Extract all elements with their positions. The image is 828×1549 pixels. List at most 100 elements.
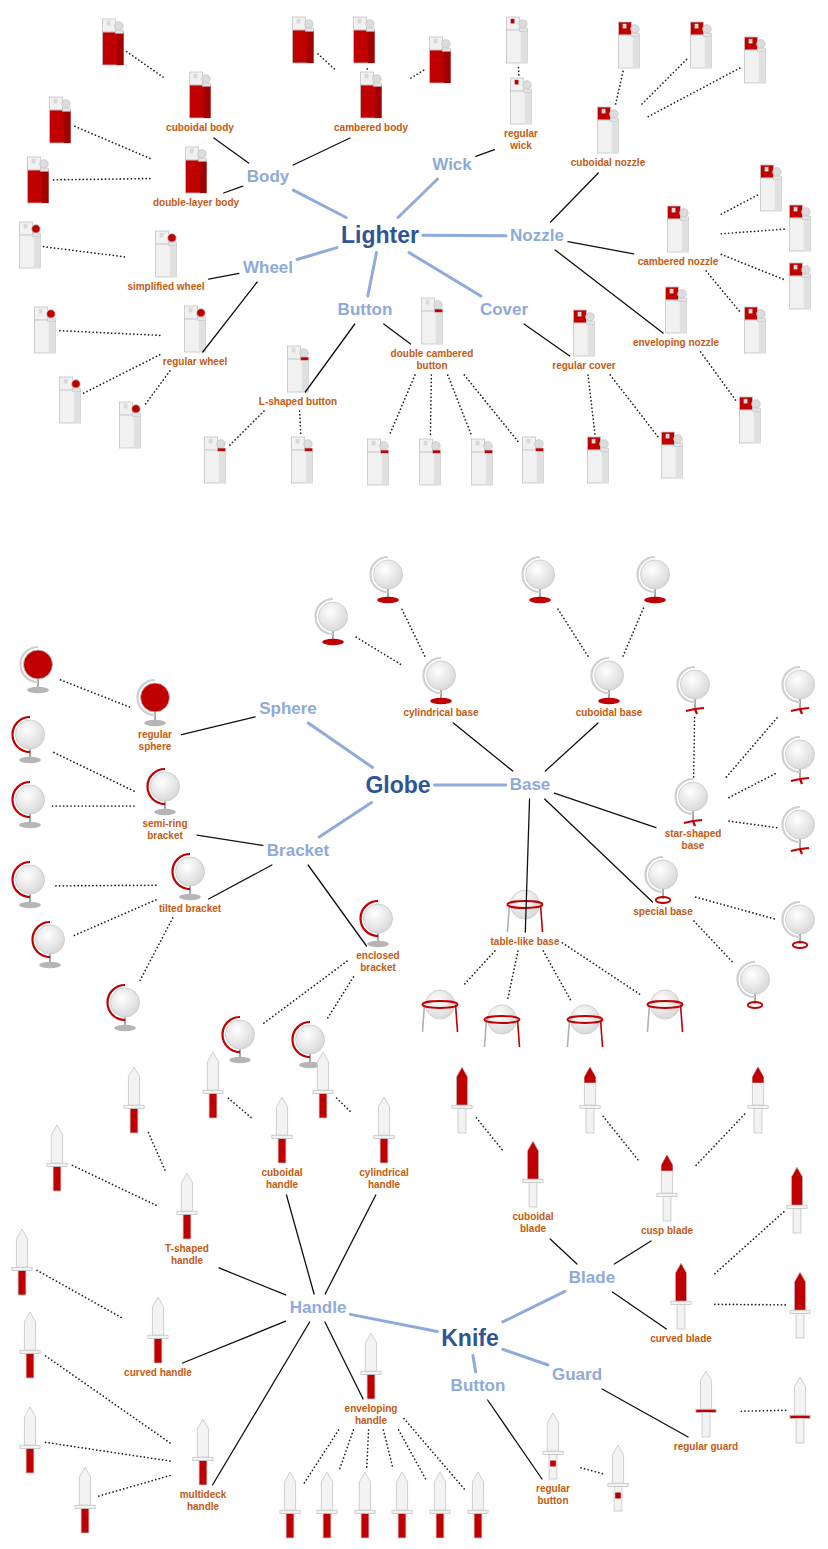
knife-blade [612, 1445, 623, 1483]
dotted-leader [648, 67, 741, 116]
thumbnail [177, 1173, 197, 1239]
knife-handle [380, 1139, 388, 1163]
branch-line [435, 784, 506, 787]
globe-ring [484, 1016, 519, 1023]
type-line [209, 865, 272, 899]
type-line [384, 324, 411, 344]
type-line [524, 324, 570, 356]
knife-blade [434, 1472, 445, 1510]
dotted-leader [139, 918, 173, 983]
lighter-wheel [380, 442, 388, 450]
thumbnail [429, 37, 450, 83]
type-label: cuboidal body [166, 122, 234, 134]
lighter-body [119, 415, 140, 448]
label-text: Cover [480, 300, 528, 320]
knife-tip [661, 1155, 672, 1171]
lighter-body [419, 452, 440, 485]
thumbnail [353, 17, 374, 63]
lighter-wick [744, 399, 748, 404]
label-text: cylindrical base [403, 707, 478, 719]
dotted-leader [303, 1430, 339, 1485]
lighter-body [661, 445, 682, 478]
globe-base [367, 941, 389, 947]
dotted-leader [367, 1430, 369, 1469]
thumbnail [155, 231, 176, 277]
knife-blade [584, 1067, 595, 1105]
globe-star [800, 708, 809, 709]
lighter-cap [739, 397, 752, 410]
thumbnail [19, 222, 40, 268]
type-label: simplified wheel [127, 281, 204, 293]
lighter-button [758, 48, 766, 51]
lighter-button [33, 233, 41, 236]
thumbnail [789, 205, 810, 251]
globe-bracket [370, 557, 388, 592]
lighter-body [506, 30, 527, 63]
lighter-body [665, 300, 686, 333]
lighter-wick [292, 348, 296, 353]
lighter-body [739, 410, 760, 443]
lighter-wheel [62, 100, 70, 108]
lighter-cap [184, 306, 197, 319]
branch-line [368, 253, 377, 297]
globe-bracket [12, 717, 30, 752]
globe-star [791, 709, 800, 711]
part-label: Blade [569, 1268, 615, 1288]
lighter-body [597, 120, 618, 153]
type-line [308, 865, 366, 946]
lighter-body [360, 85, 381, 118]
lighter-cap [360, 72, 373, 85]
dotted-leader [706, 271, 741, 314]
lighter-button [753, 408, 761, 411]
label-text: Guard [552, 1365, 602, 1385]
thumbnail [645, 857, 677, 903]
globe-sphere [35, 925, 64, 954]
label-text: cambered nozzle [638, 256, 719, 268]
lighter-button [374, 83, 382, 86]
label-text: Lighter [341, 222, 419, 249]
thumbnail [782, 667, 814, 714]
lighter-cap [292, 17, 305, 30]
knife-handle [549, 1455, 557, 1479]
thumbnail [102, 19, 123, 65]
knife-blade [24, 1312, 35, 1350]
lighter-shade [170, 244, 177, 277]
label-text: Nozzle [510, 226, 564, 246]
lighter-wheel [373, 75, 381, 83]
globe-base [430, 698, 452, 704]
knife-blade [675, 1263, 686, 1301]
lighter-button [73, 388, 81, 391]
label-text: Base [510, 775, 551, 795]
type-label: semi-ring bracket [137, 818, 193, 842]
lighter-body [789, 276, 810, 309]
thumbnail [138, 680, 170, 726]
thumbnail [292, 17, 313, 63]
lighter-cap [661, 432, 674, 445]
label-text: Bracket [267, 841, 329, 861]
knife-blade [794, 1272, 805, 1310]
thumbnail [32, 922, 64, 968]
type-label: enveloping nozzle [633, 337, 719, 349]
branch-line [308, 723, 372, 768]
part-label: Wheel [243, 258, 293, 278]
knife-handle [793, 1209, 801, 1233]
lighter-wick [794, 265, 798, 270]
type-line [219, 1268, 286, 1295]
lighter-button [169, 242, 177, 245]
thumbnail [744, 307, 765, 353]
dotted-leader [263, 961, 347, 1024]
knife-guard [317, 1510, 337, 1513]
dotted-leader [721, 195, 757, 214]
label-text: regular cover [552, 360, 615, 372]
knife-handle [286, 1514, 294, 1538]
lighter-button [681, 217, 689, 220]
thumbnail [119, 402, 140, 448]
globe-stand [692, 811, 694, 821]
knife-blade [661, 1155, 672, 1193]
thumbnail [471, 439, 492, 485]
lighter-wick [32, 159, 36, 164]
dotted-leader [383, 1430, 393, 1469]
lighter-button [524, 89, 532, 92]
globe-bracket [782, 807, 800, 842]
